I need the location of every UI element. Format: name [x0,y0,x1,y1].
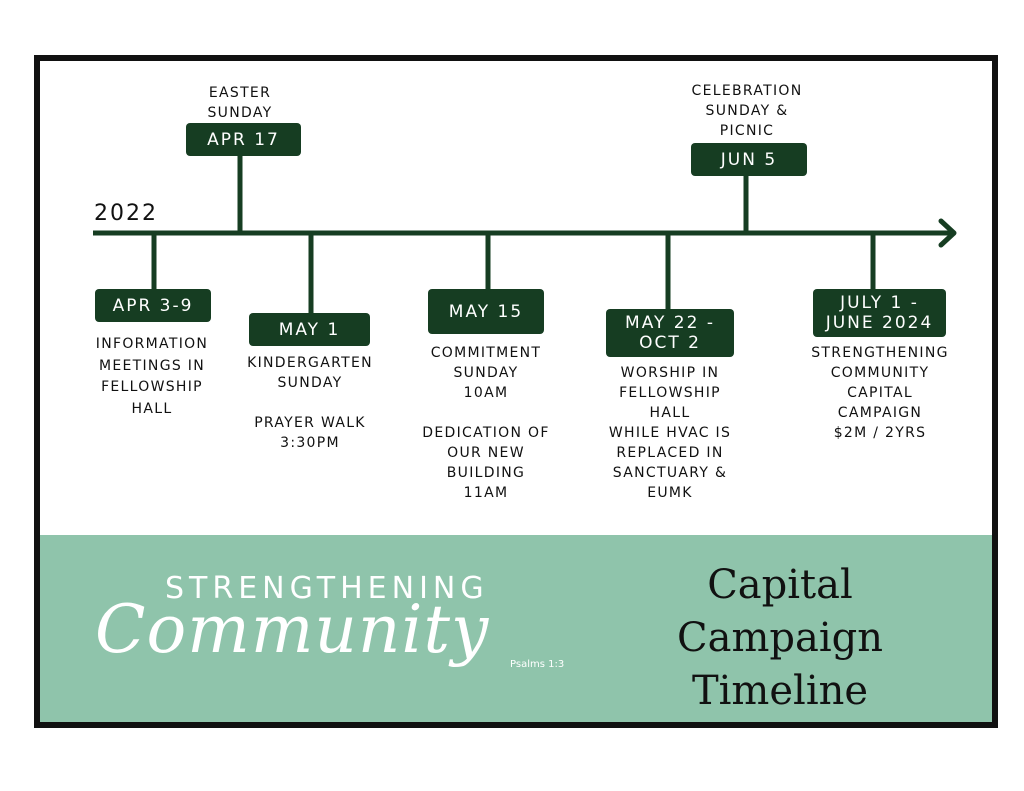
event-date-apr-17: APR 17 [186,123,301,156]
event-caption-may-22-oct-2: WORSHIP IN FELLOWSHIP HALL WHILE HVAC IS… [608,365,732,501]
brand-strengthening: STRENGTHENING [165,571,489,606]
event-date-july-1-june-2024: JULY 1 - JUNE 2024 [813,289,946,337]
brand-verse: Psalms 1:3 [510,659,565,670]
event-date-apr-3-9: APR 3-9 [95,289,211,322]
event-caption-apr-3-9: INFORMATION MEETINGS IN FELLOWSHIP HALL [95,336,209,417]
timeline-year: 2022 [94,201,158,226]
event-caption-apr-17: EASTER SUNDAY [207,85,273,121]
event-caption-may-1: KINDERGARTEN SUNDAY PRAYER WALK 3:30PM [247,355,373,451]
timeline-frame: 2022 EASTER SUNDAY APR 17 CELEBRATION SU… [34,55,998,728]
timeline-arrowhead [938,218,957,248]
campaign-title-line-3: Timeline [691,668,869,714]
event-caption-july-1-june-2024: STRENGTHENING COMMUNITY CAPITAL CAMPAIGN… [811,345,949,441]
event-date-jun-5: JUN 5 [691,143,807,176]
campaign-title: Capital Campaign Timeline [620,559,940,718]
campaign-title-line-2: Campaign [677,615,883,661]
event-date-may-1: MAY 1 [249,313,370,346]
campaign-title-line-1: Capital [707,562,853,608]
event-caption-may-15: COMMITMENT SUNDAY 10AM DEDICATION OF OUR… [422,345,550,501]
timeline-graphic [93,156,957,313]
event-date-may-15: MAY 15 [428,289,544,334]
event-date-may-22-oct-2: MAY 22 - OCT 2 [606,309,734,357]
event-caption-jun-5: CELEBRATION SUNDAY & PICNIC [691,83,803,139]
brand-community-script: Community [95,591,490,668]
footer-band: STRENGTHENING Community Psalms 1:3 Capit… [40,535,992,722]
